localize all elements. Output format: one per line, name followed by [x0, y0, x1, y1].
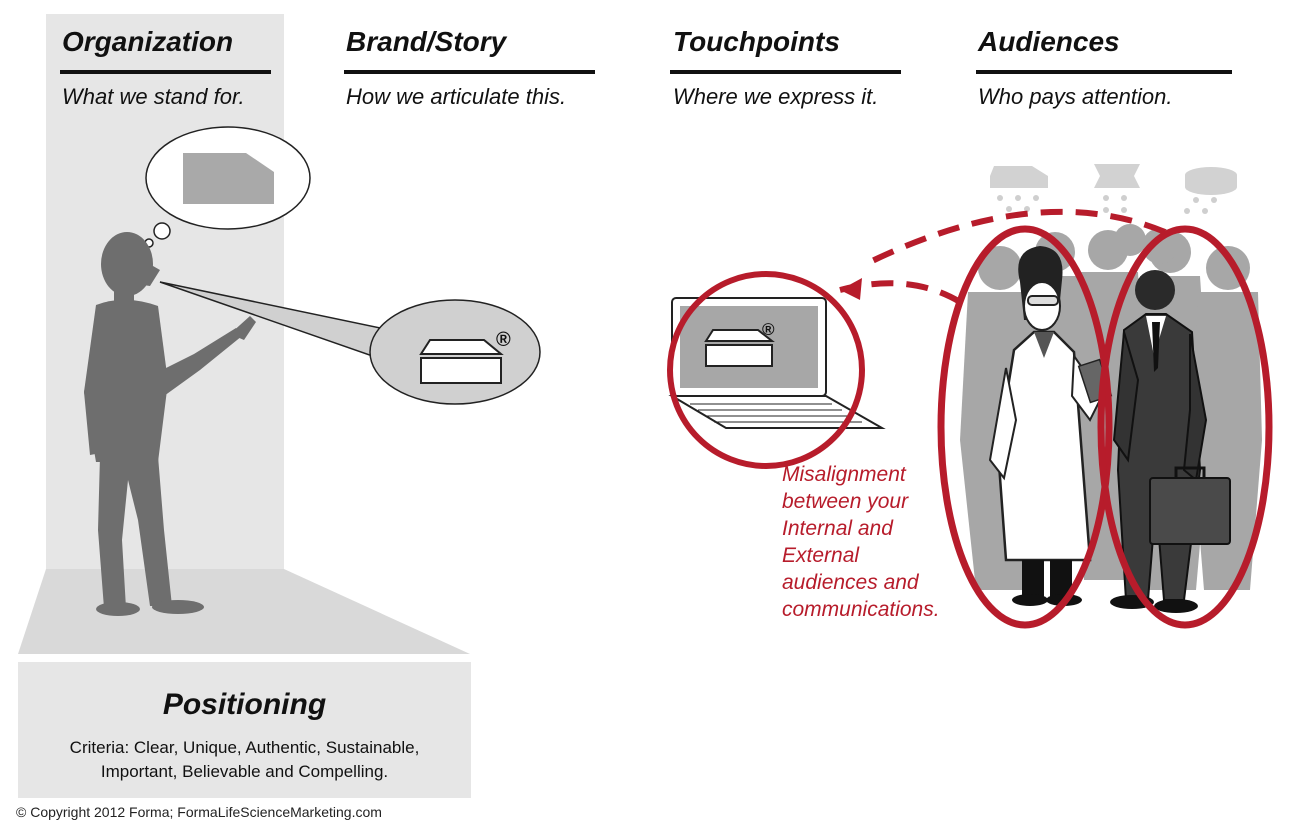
dashed-connector-external [868, 208, 1167, 265]
speech-registered-mark: ® [496, 329, 511, 351]
organization-heading: Organization [62, 26, 234, 57]
positioning-panel: Positioning Criteria: Clear, Unique, Aut… [18, 662, 471, 798]
misalignment-line: communications. [782, 598, 940, 621]
misalignment-line: audiences and [782, 571, 919, 594]
brand-box-icon [419, 339, 504, 384]
businessman-figure [1110, 270, 1231, 613]
external-audience-ring [1097, 225, 1273, 629]
misalignment-line: External [782, 544, 860, 567]
faded-icons [990, 164, 1237, 195]
laptop-icon [668, 297, 886, 429]
misalignment-line: Internal and [782, 517, 893, 540]
audiences-subheading: Who pays attention. [978, 84, 1173, 109]
misalignment-note: Misalignment between your Internal and E… [782, 461, 982, 623]
audiences-heading: Audiences [978, 26, 1120, 57]
organization-subheading: What we stand for. [62, 84, 245, 109]
speech-bubble-tail [159, 281, 391, 361]
laptop-registered-mark: ® [762, 320, 775, 339]
brand-story-rule [344, 70, 595, 74]
brand-story-subheading: How we articulate this. [346, 84, 567, 109]
person-silhouette [84, 232, 256, 616]
floor-platform [18, 569, 470, 654]
dashed-connector-arrowhead [840, 278, 862, 300]
internal-audience-ring [937, 225, 1113, 629]
organization-rule [60, 70, 271, 74]
thought-dot-large [153, 222, 171, 240]
organization-column-background [46, 14, 284, 569]
misalignment-line: between your [782, 490, 909, 513]
touchpoints-heading: Touchpoints [673, 26, 840, 57]
touchpoints-rule [670, 70, 901, 74]
copyright-footer: © Copyright 2012 Forma; FormaLifeScience… [16, 804, 382, 820]
faded-icon-dots [997, 195, 1217, 214]
positioning-title: Positioning [162, 688, 327, 721]
touchpoint-ring [667, 271, 865, 469]
positioning-criteria: Criteria: Clear, Unique, Authentic, Sust… [28, 736, 461, 784]
brand-story-heading: Brand/Story [346, 26, 507, 57]
criteria-line-2: Important, Believable and Compelling. [100, 762, 389, 781]
touchpoints-subheading: Where we express it. [673, 84, 879, 109]
criteria-line-1: Criteria: Clear, Unique, Authentic, Sust… [69, 738, 420, 757]
misalignment-line: Misalignment [782, 463, 906, 486]
organization-box-icon [183, 153, 274, 204]
audiences-rule [976, 70, 1232, 74]
